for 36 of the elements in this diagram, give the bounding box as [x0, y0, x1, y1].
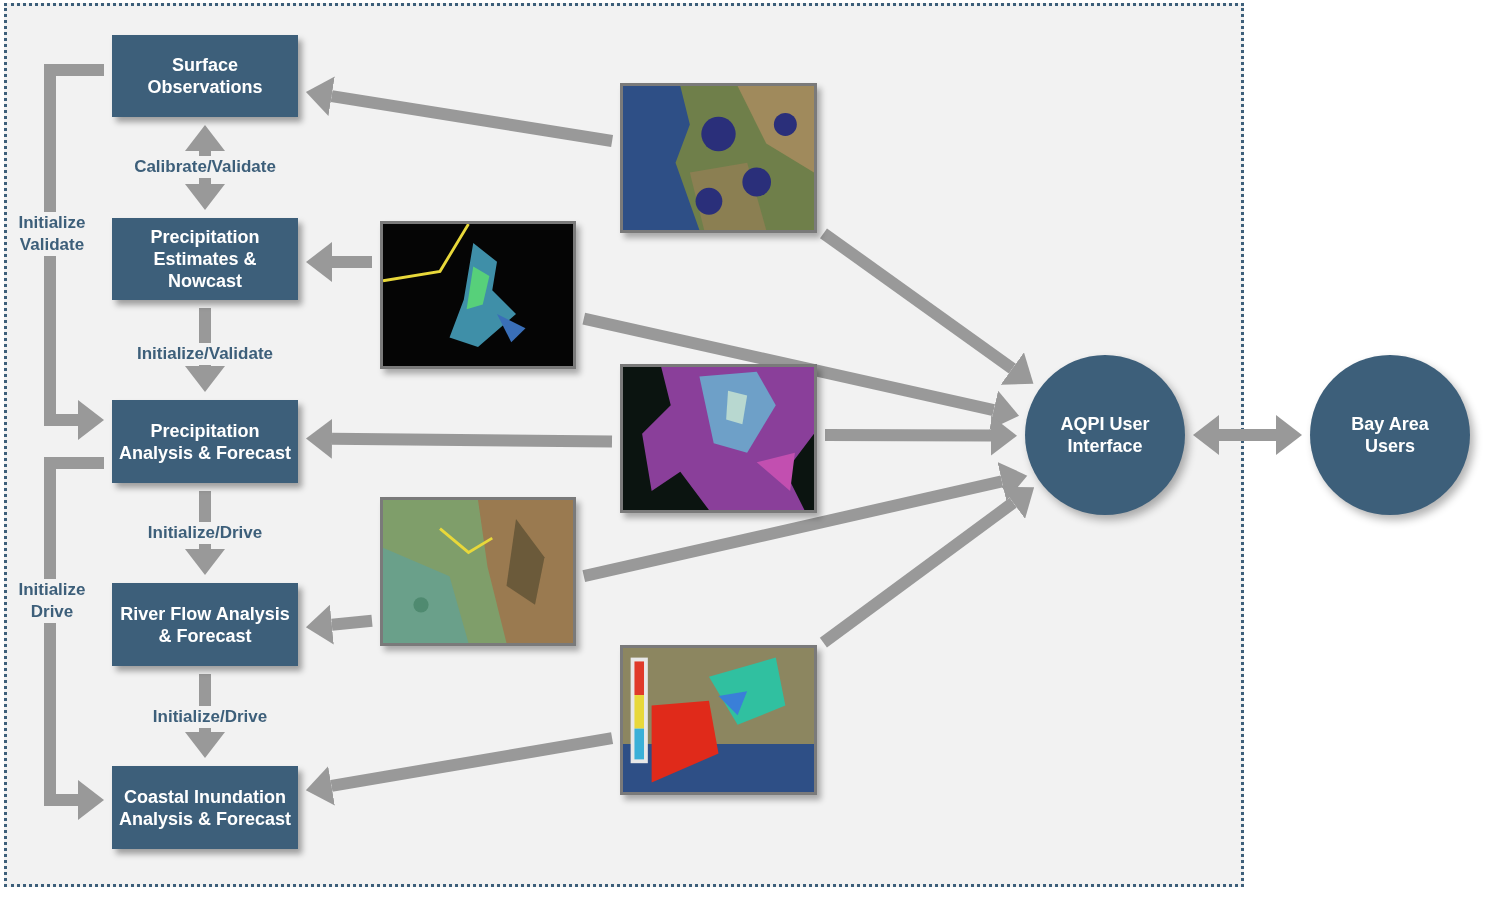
node-label: AQPI User Interface — [1059, 413, 1151, 457]
arrow — [306, 418, 613, 459]
node-label: Surface Observations — [146, 54, 264, 98]
arrow — [185, 674, 225, 758]
node-label: Precipitation Estimates & Nowcast — [149, 226, 261, 292]
picture — [380, 221, 576, 369]
process-box — [112, 218, 298, 300]
arrow — [306, 242, 372, 282]
node-label: Bay Area Users — [1350, 413, 1430, 457]
arrow — [305, 604, 373, 645]
node-label: Precipitation Analysis & Forecast — [117, 419, 293, 464]
picture — [620, 645, 817, 795]
process-box — [112, 583, 298, 666]
edge-label: Calibrate/Validate — [132, 156, 278, 178]
node-label: River Flow Analysis & Forecast — [119, 602, 291, 647]
node-label: Coastal Inundation Analysis & Forecast — [117, 785, 293, 830]
arrow — [819, 486, 1035, 648]
arrow — [185, 491, 225, 575]
picture — [620, 83, 817, 233]
arrow — [820, 228, 1034, 385]
arrow — [1193, 415, 1302, 455]
process-box — [112, 400, 298, 483]
process-box — [112, 766, 298, 849]
arrow — [185, 308, 225, 392]
arrow — [44, 457, 104, 820]
picture — [380, 497, 576, 646]
edge-label: Initialize/Drive — [145, 522, 265, 544]
edge-label: Initialize/Drive — [150, 706, 270, 728]
arrow — [305, 732, 614, 806]
arrow — [305, 76, 614, 147]
arrow — [582, 461, 1028, 583]
process-box — [112, 35, 298, 117]
arrow — [582, 312, 1020, 430]
picture — [620, 364, 817, 513]
arrow — [824, 415, 1017, 456]
arrow — [44, 64, 104, 440]
